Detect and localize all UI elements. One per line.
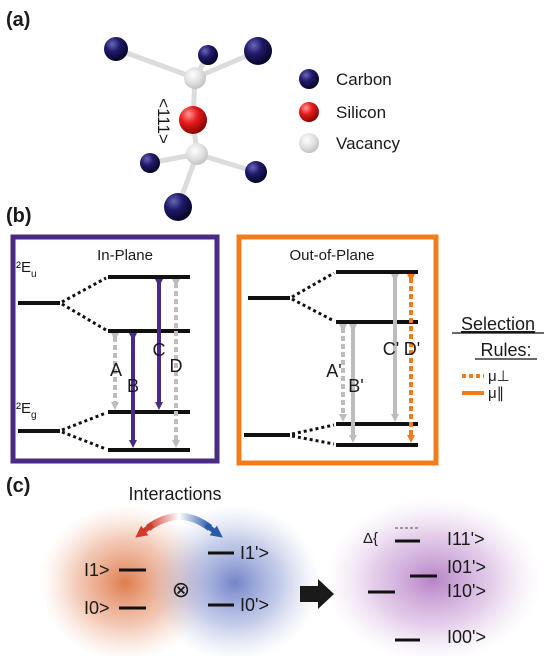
right-state-1: I1'> (240, 543, 269, 563)
carbon-atom (104, 37, 128, 61)
tensor-product-symbol: ⊗ (172, 577, 190, 602)
level-eu-label: ²Eu (16, 259, 37, 280)
level-eg-label: ²Eg (16, 400, 37, 421)
legend-carbon-label: Carbon (336, 70, 392, 89)
out-of-plane-frame (236, 234, 439, 466)
carbon-atom (140, 153, 160, 173)
in-plane-frame (10, 234, 220, 464)
legend-vacancy-swatch (299, 133, 319, 153)
interaction-arc (145, 513, 213, 531)
in-plane-title: In-Plane (97, 247, 153, 264)
transition-b-label: B (127, 376, 139, 396)
right-state-0: I0'> (240, 595, 269, 615)
panel-b: (b) In-Plane ²Eu ²Eg (6, 205, 544, 466)
in-plane-levels (18, 275, 190, 452)
selection-rules-title-1: Selection (461, 314, 535, 334)
state-11: I11'> (447, 529, 485, 549)
interactions-title: Interactions (128, 484, 221, 504)
in-plane-splitting-dashes (61, 276, 107, 451)
state-10: I10'> (447, 581, 486, 601)
right-system-cloud (150, 505, 320, 656)
silicon-atom (179, 106, 207, 134)
state-00: I00'> (447, 627, 486, 647)
transition-d-prime-label: D' (404, 339, 420, 359)
selection-rules-legend: Selection Rules: μ⊥ μ∥ (452, 314, 544, 402)
out-of-plane-title: Out-of-Plane (289, 247, 374, 264)
carbon-atom (164, 193, 192, 221)
carbon-atom (198, 45, 218, 65)
legend-vacancy-label: Vacancy (336, 134, 400, 153)
transform-arrow (300, 579, 334, 609)
carbon-atom (245, 161, 267, 183)
transition-a-label: A (110, 360, 122, 380)
selection-rules-title-2: Rules: (480, 340, 531, 360)
legend: Carbon Silicon Vacancy (299, 69, 400, 153)
carbon-atom (244, 37, 272, 65)
transition-c-label: C (153, 340, 166, 360)
transition-b-prime-label: B' (348, 376, 363, 396)
transition-c-prime-label: C' (383, 339, 399, 359)
panel-a: (a) <111> Carbon Silicon (6, 9, 400, 221)
panel-a-label: (a) (6, 9, 30, 31)
transition-d-label: D (170, 356, 183, 376)
legend-silicon-swatch (299, 102, 319, 122)
vacancy-site (186, 143, 208, 165)
panel-c-label: (c) (6, 475, 30, 497)
left-state-0: I0> (84, 598, 110, 618)
out-of-plane-splitting-dashes (291, 271, 335, 446)
in-plane-diagram: In-Plane ²Eu ²Eg A (10, 234, 220, 464)
legend-silicon-label: Silicon (336, 103, 386, 122)
axis-label-111: <111> (154, 98, 173, 144)
legend-carbon-swatch (299, 69, 319, 89)
left-state-1: I1> (84, 560, 110, 580)
transition-a-prime-label: A' (326, 361, 341, 381)
interaction-arrow-right (204, 523, 223, 538)
interaction-arrow-left (135, 523, 154, 538)
parallel-label: μ∥ (488, 385, 504, 402)
panel-b-label: (b) (6, 205, 32, 227)
panel-c: (c) Interactions I1> I0> ⊗ I1'> I0'> Δ{ … (6, 475, 541, 656)
out-of-plane-diagram: Out-of-Plane A' B' C' D' (236, 234, 439, 466)
state-01: I01'> (447, 557, 486, 577)
perp-label: μ⊥ (488, 368, 510, 385)
delta-label: Δ{ (363, 530, 378, 547)
vacancy-site (184, 67, 206, 89)
